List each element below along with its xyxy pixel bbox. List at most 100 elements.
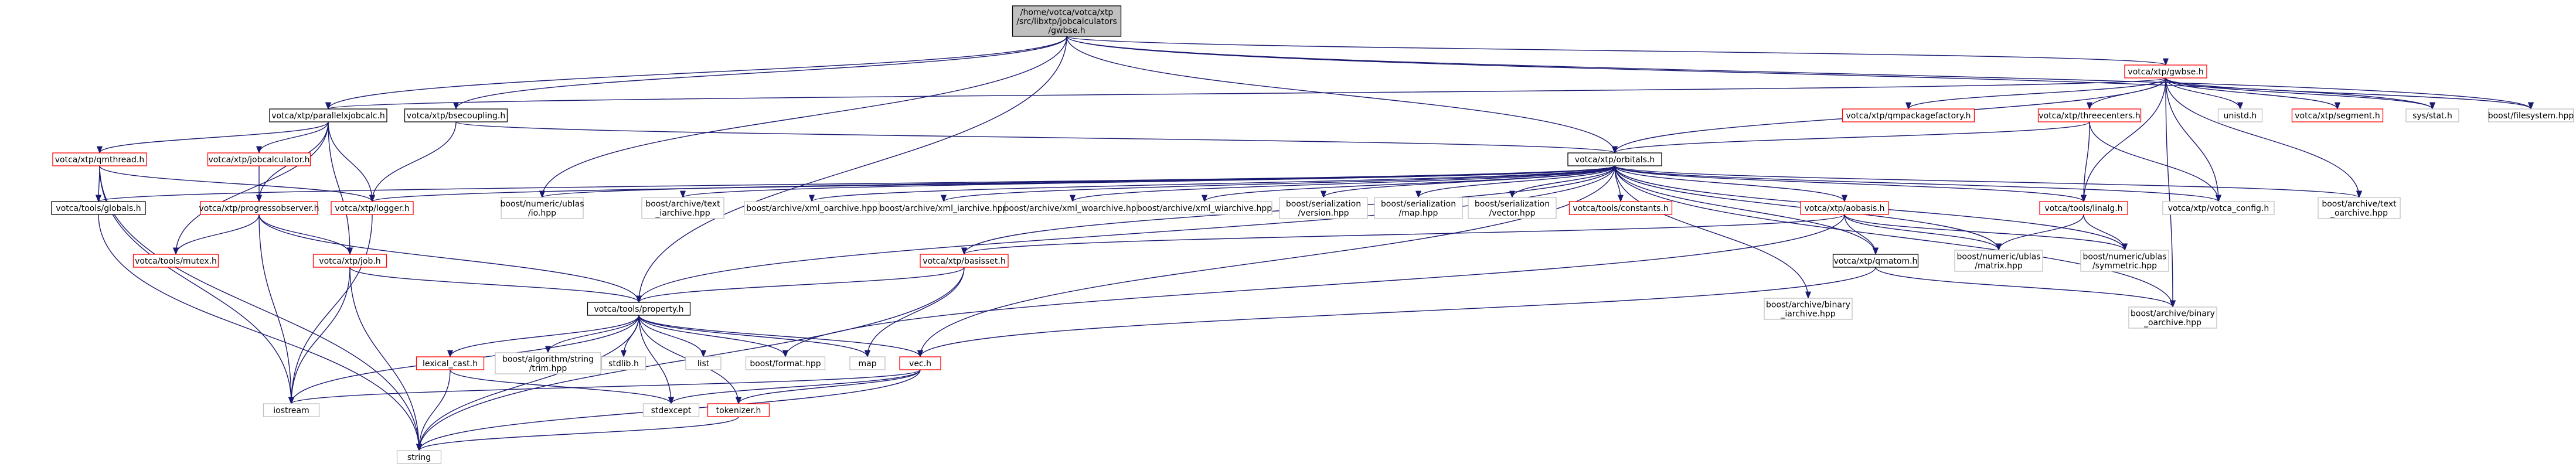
node-globals[interactable]: votca/tools/globals.h [51,201,146,215]
edge-bsecoupling-to-orbitals [455,121,1618,154]
node-votca-config[interactable]: votca/xtp/votca_config.h [2162,201,2275,215]
edge-root-to-filesystem [1066,36,2534,110]
edge-root-to-bsecoupling [453,36,1067,110]
edge-root-to-sysstat [1066,36,2435,110]
node-trim[interactable]: boost/algorithm/string/trim.hpp [495,352,601,374]
node-ublas-matrix[interactable]: boost/numeric/ublas/matrix.hpp [1954,250,2043,272]
node-label: string [407,453,431,462]
node-tokenizer[interactable]: tokenizer.h [707,403,770,417]
node-stdlib[interactable]: stdlib.h [601,356,646,370]
node-segment[interactable]: votca/xtp/segment.h [2291,108,2384,122]
node-box [2037,108,2142,122]
node-progressobserver[interactable]: votca/xtp/progressobserver.h [199,201,319,215]
edge-root-to-parallelxjobcalc [325,36,1067,110]
edge-orbitals-to-property [636,165,1615,304]
node-sysstat[interactable]: sys/stat.h [2405,108,2459,122]
node-box [404,108,508,122]
edge-property-to-string [416,315,639,452]
node-box [2128,306,2217,329]
node-property[interactable]: votca/tools/property.h [587,302,691,316]
node-gwbse-h[interactable]: votca/xtp/gwbse.h [2124,64,2207,79]
node-box [2318,197,2401,219]
edge-lexical_cast-to-stdexcept [450,369,674,405]
edge-qmjob-to-iostream [288,267,351,405]
edge-parallelxjobcalc-to-mutex [172,121,329,255]
node-label: _oarchive.hpp [2143,318,2201,328]
node-label: /version.hpp [1298,209,1349,218]
node-unistd[interactable]: unistd.h [2217,108,2263,122]
node-box [1954,250,2043,272]
node-xml-oarchive[interactable]: boost/archive/xml_oarchive.hpp [744,201,880,215]
node-label: boost/algorithm/string [502,354,594,364]
edge-progressobserver-to-iostream [258,214,295,405]
node-box [899,356,941,370]
edge-orbitals-to-globals [96,165,1615,203]
edge-aobasis-to-ublas_symmetric [1844,214,2128,251]
node-qmatom[interactable]: votca/xtp/qmatom.h [1832,254,1919,268]
node-parallelxjobcalc[interactable]: votca/xtp/parallelxjobcalc.h [269,108,387,122]
node-box [2217,108,2263,122]
node-map[interactable]: map [849,356,886,370]
node-label: boost/archive/xml_wiarchive.hpp [1137,204,1272,213]
node-label: boost/archive/xml_oarchive.hpp [746,204,877,213]
node-text-oarchive[interactable]: boost/archive/text_oarchive.hpp [2318,197,2401,219]
node-box [207,152,311,166]
node-string[interactable]: string [396,450,442,464]
node-box [51,201,146,215]
node-box [685,356,722,370]
node-box [396,450,442,464]
node-format[interactable]: boost/format.hpp [745,356,826,370]
edge-gwbse_h-to-parallelxjobcalc [326,77,2166,110]
edge-parallelxjobcalc-to-qmthread [97,121,329,154]
edge-qmatom-to-binary_oarchive [1875,267,2176,308]
node-aobasis[interactable]: votca/xtp/aobasis.h [1800,201,1889,215]
edge-root-to-ublas_io [539,36,1067,199]
node-lexical-cast[interactable]: lexical_cast.h [416,356,485,370]
node-logger[interactable]: votca/xtp/logger.h [331,201,414,215]
edge-root-to-orbitals [1066,36,1618,154]
node-stdexcept[interactable]: stdexcept [642,403,700,417]
node-vec[interactable]: vec.h [899,356,941,370]
edge-property-to-format [638,315,788,358]
node-label: tokenizer.h [716,406,761,415]
node-ser-vector[interactable]: boost/serialization/vector.hpp [1468,197,1557,219]
node-label: votca/tools/constants.h [1573,204,1668,213]
edge-bsecoupling-to-logger [369,121,457,203]
node-xml-wiarchive[interactable]: boost/archive/xml_wiarchive.hpp [1136,201,1272,215]
node-ser-map[interactable]: boost/serialization/map.hpp [1374,197,1463,219]
node-filesystem[interactable]: boost/filesystem.hpp [2488,108,2574,122]
node-qmpackagefactory[interactable]: votca/xtp/qmpackagefactory.h [1842,108,1975,122]
node-orbitals[interactable]: votca/xtp/orbitals.h [1567,152,1662,166]
node-ser-version[interactable]: boost/serialization/version.hpp [1279,197,1368,219]
node-box [501,197,584,219]
node-binary-iarchive[interactable]: boost/archive/binary_iarchive.hpp [1764,298,1853,320]
node-basisset[interactable]: votca/xtp/basisset.h [920,254,1009,268]
node-qmthread[interactable]: votca/xtp/qmthread.h [52,152,147,166]
node-label: votca/tools/globals.h [56,204,141,213]
node-jobcalculator[interactable]: votca/xtp/jobcalculator.h [207,152,311,166]
node-constants[interactable]: votca/tools/constants.h [1568,201,1673,215]
node-qmjob[interactable]: votca/xtp/job.h [312,254,387,268]
node-iostream[interactable]: iostream [263,403,320,417]
node-box [200,201,318,215]
node-ublas-symmetric[interactable]: boost/numeric/ublas/symmetric.hpp [2080,250,2169,272]
node-xml-iarchive[interactable]: boost/archive/xml_iarchive.hpp [879,201,1009,215]
node-mutex[interactable]: votca/tools/mutex.h [132,254,219,268]
edge-property-to-stdexcept [638,315,675,405]
node-binary-oarchive[interactable]: boost/archive/binary_oarchive.hpp [2128,306,2217,329]
node-label: votca/xtp/parallelxjobcalc.h [271,111,385,121]
node-box [1012,5,1122,37]
node-box [707,403,770,417]
edge-logger-to-iostream [288,214,373,405]
node-label: lexical_cast.h [423,359,478,369]
node-xml-woarchive[interactable]: boost/archive/xml_woarchive.hpp [1004,201,1142,215]
node-list[interactable]: list [685,356,722,370]
node-label: votca/xtp/job.h [319,257,380,266]
node-ublas-io[interactable]: boost/numeric/ublas/io.hpp [500,197,584,219]
node-threecenters[interactable]: votca/xtp/threecenters.h [2037,108,2142,122]
node-label: votca/xtp/bsecoupling.h [407,111,505,121]
node-linalg[interactable]: votca/tools/linalg.h [2039,201,2128,215]
node-text-iarchive[interactable]: boost/archive/text_iarchive.hpp [641,197,724,219]
edge-root-to-gwbse_h [1066,36,2169,66]
node-bsecoupling[interactable]: votca/xtp/bsecoupling.h [404,108,508,122]
